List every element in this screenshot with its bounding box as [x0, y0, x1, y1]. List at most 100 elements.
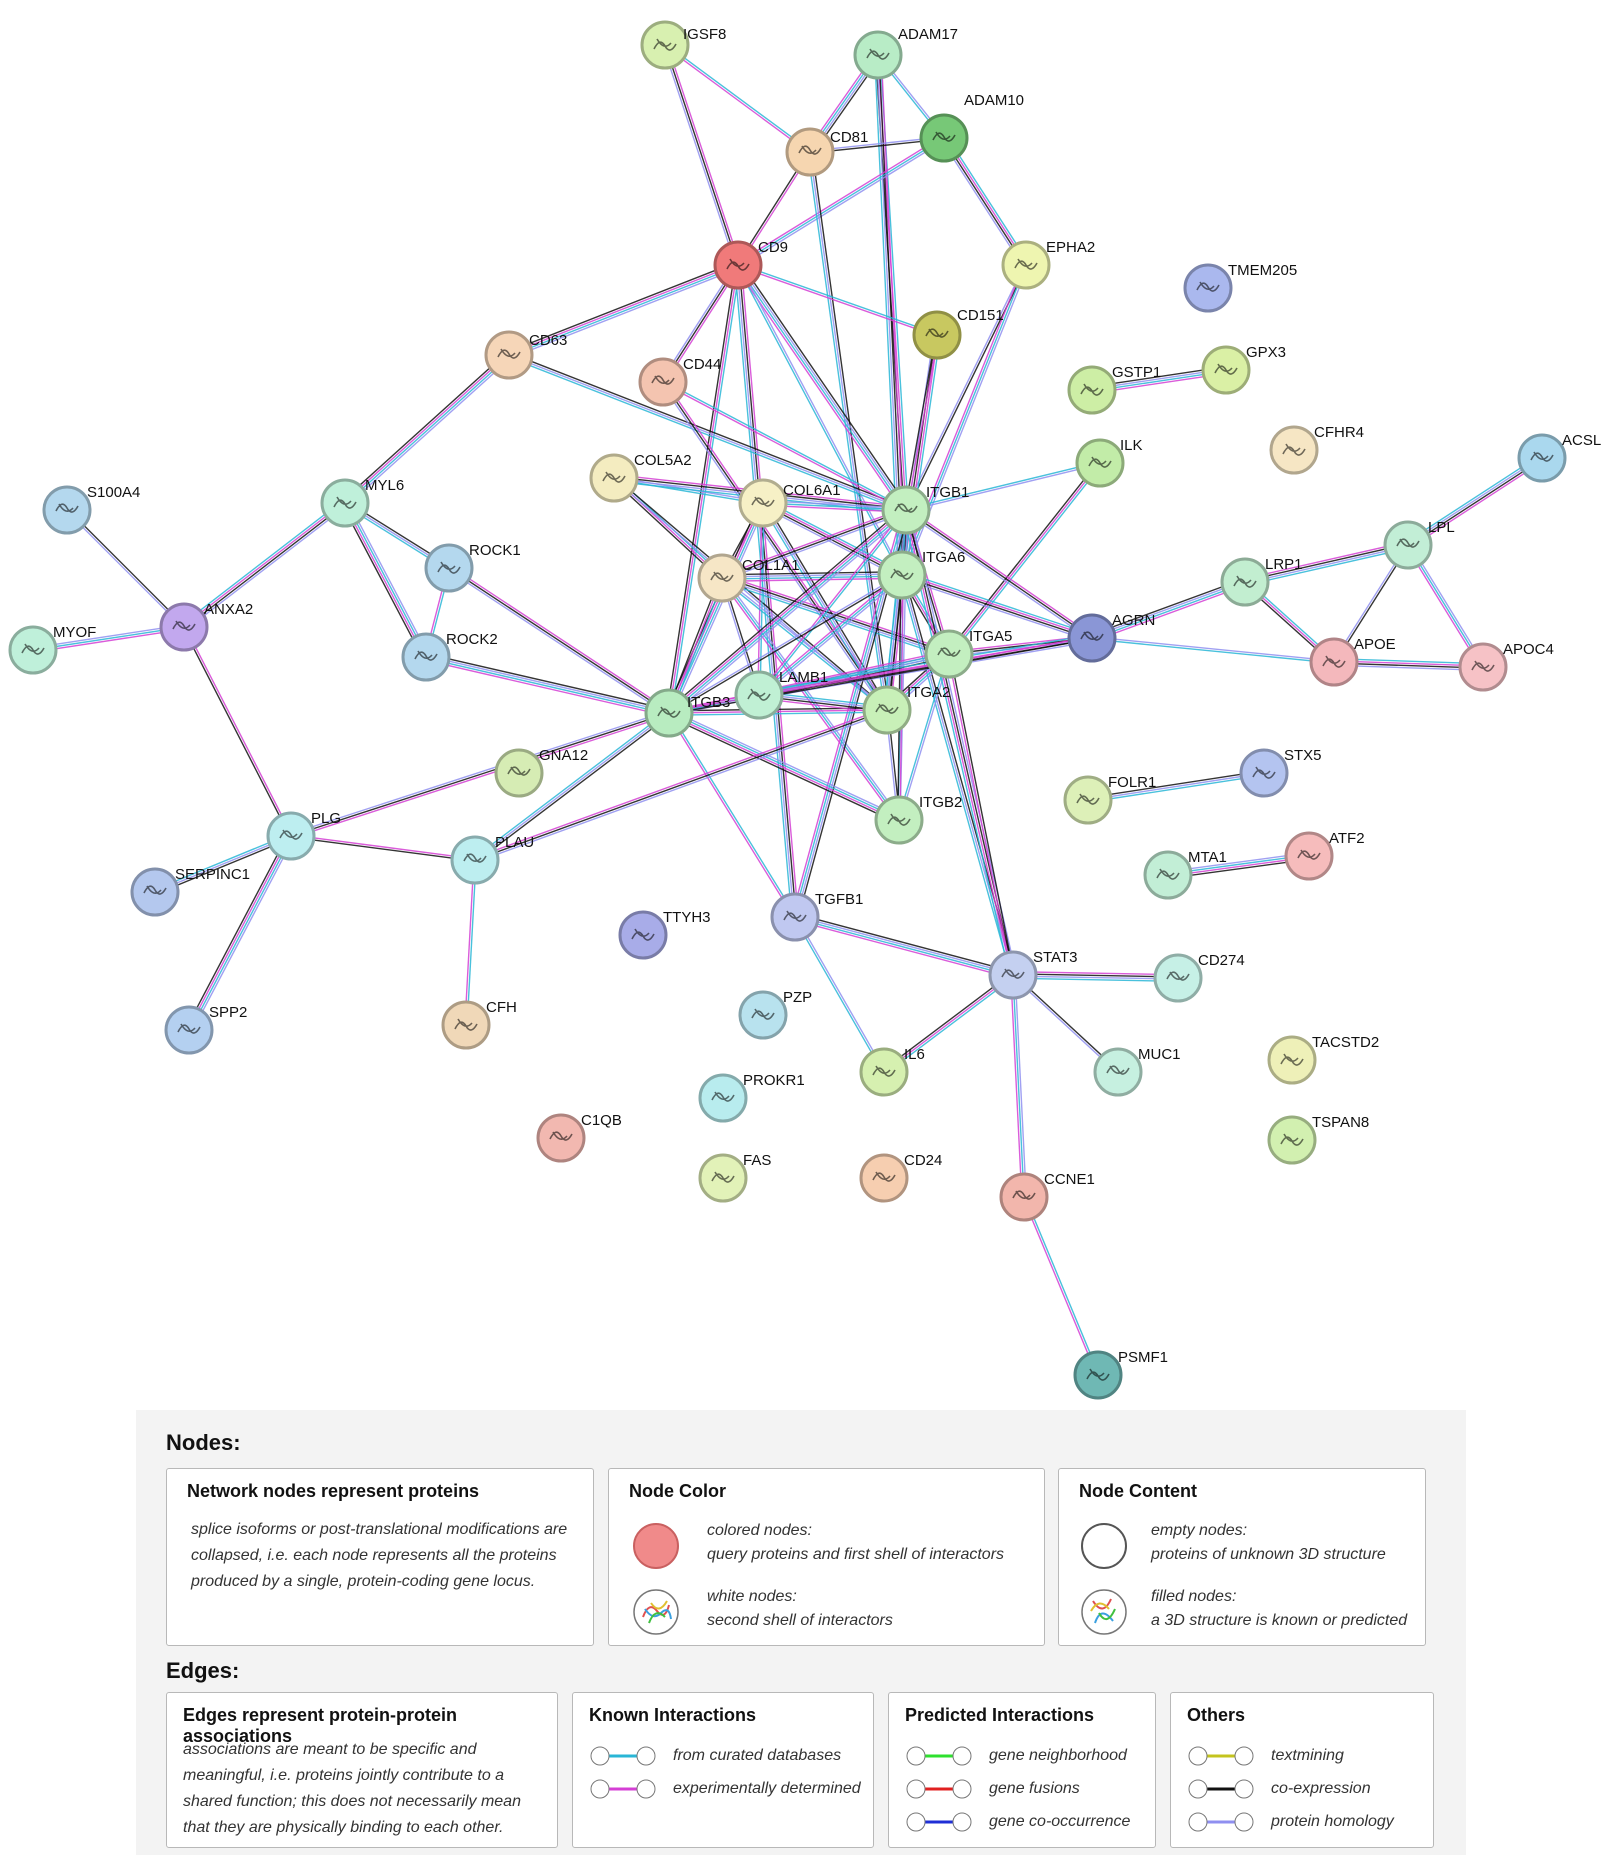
edge-anxa2-myl6[interactable]	[181, 499, 348, 631]
node-il6[interactable]: IL6	[859, 1046, 925, 1097]
edge-agrn-lrp1[interactable]	[1090, 578, 1247, 642]
node-cd63[interactable]: CD63	[484, 330, 567, 380]
node-col5a2[interactable]: COL5A2	[589, 452, 692, 503]
node-pzp[interactable]: PZP	[738, 989, 812, 1040]
edge-cd63-myl6[interactable]	[342, 352, 512, 506]
node-s100a4[interactable]: S100A4	[42, 484, 140, 535]
edge-adam10-cd9[interactable]	[736, 135, 946, 268]
node-atf2[interactable]: ATF2	[1284, 830, 1365, 881]
node-prokr1[interactable]: PROKR1	[698, 1072, 805, 1123]
node-ttyh3[interactable]: TTYH3	[618, 909, 711, 960]
node-itga2[interactable]: ITGA2	[862, 684, 950, 735]
node-col6a1[interactable]: COL6A1	[738, 478, 841, 528]
edge-rock1-itgb3[interactable]	[447, 565, 671, 716]
node-muc1[interactable]: MUC1	[1093, 1046, 1181, 1097]
edge-anxa2-plg[interactable]	[182, 626, 293, 837]
node-stat3[interactable]: STAT3	[988, 949, 1077, 1000]
node-tmem205[interactable]: TMEM205	[1183, 262, 1297, 313]
edge-itgb3-plau[interactable]	[473, 710, 671, 863]
edge-tgfb1-stat3[interactable]	[793, 913, 1015, 979]
node-cd81[interactable]: CD81	[785, 127, 868, 177]
edge-plau-cfh[interactable]	[464, 859, 477, 1026]
node-stx5[interactable]: STX5	[1239, 747, 1322, 798]
node-tacstd2[interactable]: TACSTD2	[1267, 1034, 1379, 1085]
edge-itga6-itgb3[interactable]	[668, 573, 903, 715]
node-rock1[interactable]: ROCK1	[424, 542, 521, 593]
node-adam10[interactable]: ADAM10	[919, 92, 1024, 163]
edge-cd63-itgb1[interactable]	[507, 352, 908, 513]
node-tspan8[interactable]: TSPAN8	[1267, 1114, 1369, 1165]
edge-tgfb1-il6[interactable]	[793, 916, 886, 1073]
node-col1a1[interactable]: COL1A1	[697, 553, 800, 603]
node-gpx3[interactable]: GPX3	[1201, 344, 1286, 395]
node-itgb3[interactable]: ITGB3	[644, 688, 730, 738]
edge-cd44-itgb1[interactable]	[662, 380, 907, 512]
node-cfh[interactable]: CFH	[441, 999, 517, 1050]
node-cd9[interactable]: CD9	[713, 239, 788, 290]
node-agrn[interactable]: AGRN	[1067, 612, 1155, 663]
node-ilk[interactable]: ILK	[1075, 437, 1143, 488]
edge-igsf8-cd81[interactable]	[663, 43, 812, 154]
edge-itgb3-itgb2[interactable]	[667, 709, 901, 824]
node-folr1[interactable]: FOLR1	[1063, 774, 1156, 825]
node-adam17[interactable]: ADAM17	[853, 26, 958, 80]
node-itga5[interactable]: ITGA5	[924, 628, 1012, 679]
node-itgb2[interactable]: ITGB2	[874, 794, 962, 845]
edge-col6a1-lamb1[interactable]	[757, 502, 765, 696]
edge-itgb3-tgfb1[interactable]	[667, 712, 797, 918]
node-plg[interactable]: PLG	[266, 810, 341, 861]
edge-cd9-cd63[interactable]	[507, 261, 740, 359]
node-apoc4[interactable]: APOC4	[1458, 641, 1554, 692]
node-myl6[interactable]: MYL6	[320, 477, 404, 528]
edge-ccne1-psmf1[interactable]	[1022, 1196, 1100, 1376]
node-lamb1[interactable]: LAMB1	[734, 669, 828, 720]
node-ccne1[interactable]: CCNE1	[999, 1171, 1095, 1222]
edge-myof-anxa2[interactable]	[32, 624, 185, 653]
edge-agrn-apoe[interactable]	[1091, 636, 1335, 664]
node-cd151[interactable]: CD151	[912, 307, 1004, 360]
edge-plg-plau[interactable]	[290, 834, 476, 862]
edge-itga6-lamb1[interactable]	[757, 572, 904, 698]
edge-lrp1-lpl[interactable]	[1244, 541, 1409, 586]
node-cd24[interactable]: CD24	[859, 1152, 942, 1203]
edge-stat3-il6[interactable]	[882, 972, 1015, 1075]
node-igsf8[interactable]: IGSF8	[640, 20, 726, 70]
edge-plg-spp2[interactable]	[185, 834, 295, 1032]
node-c1qb[interactable]: C1QB	[536, 1112, 622, 1163]
node-rock2[interactable]: ROCK2	[401, 631, 498, 682]
node-gna12[interactable]: GNA12	[494, 747, 588, 798]
edge-ilk-itgb1[interactable]	[905, 461, 1101, 512]
node-lpl[interactable]: LPL	[1383, 519, 1455, 570]
node-mta1[interactable]: MTA1	[1143, 849, 1227, 900]
node-cd274[interactable]: CD274	[1153, 952, 1245, 1003]
node-fas[interactable]: FAS	[698, 1152, 771, 1203]
node-itga6[interactable]: ITGA6	[877, 549, 965, 600]
node-anxa2[interactable]: ANXA2	[159, 601, 253, 652]
edge-col1a1-itga6[interactable]	[721, 571, 903, 582]
edge-itgb1-lamb1[interactable]	[757, 508, 908, 697]
edge-cd9-itgb1[interactable]	[734, 262, 910, 513]
node-tgfb1[interactable]: TGFB1	[770, 891, 863, 942]
node-gstp1[interactable]: GSTP1	[1067, 364, 1161, 415]
edge-plau-itga2[interactable]	[474, 707, 888, 863]
edge-col1a1-itgb1[interactable]	[720, 507, 908, 581]
node-epha2[interactable]: EPHA2	[1001, 239, 1095, 290]
edge-cd151-itgb1[interactable]	[904, 334, 939, 511]
node-lrp1[interactable]: LRP1	[1220, 556, 1303, 607]
node-spp2[interactable]: SPP2	[164, 1004, 247, 1055]
edge-ilk-itga5[interactable]	[946, 461, 1103, 656]
node-plau[interactable]: PLAU	[450, 834, 534, 885]
edge-itgb1-agrn[interactable]	[904, 507, 1094, 641]
edge-adam10-epha2[interactable]	[940, 135, 1030, 268]
node-itgb1[interactable]: ITGB1	[881, 484, 969, 535]
node-psmf1[interactable]: PSMF1	[1073, 1349, 1168, 1400]
edge-folr1-stx5[interactable]	[1087, 770, 1265, 803]
edge-stat3-itga5[interactable]	[947, 653, 1015, 976]
edge-itgb3-plg[interactable]	[290, 710, 670, 839]
node-acsl[interactable]: ACSL	[1517, 432, 1601, 483]
edge-rock2-itgb3[interactable]	[425, 653, 670, 717]
edge-apoe-apoc4[interactable]	[1333, 658, 1484, 671]
edge-itga6-agrn[interactable]	[900, 571, 1094, 642]
edge-igsf8-cd9[interactable]	[662, 44, 741, 266]
node-apoe[interactable]: APOE	[1309, 636, 1396, 687]
